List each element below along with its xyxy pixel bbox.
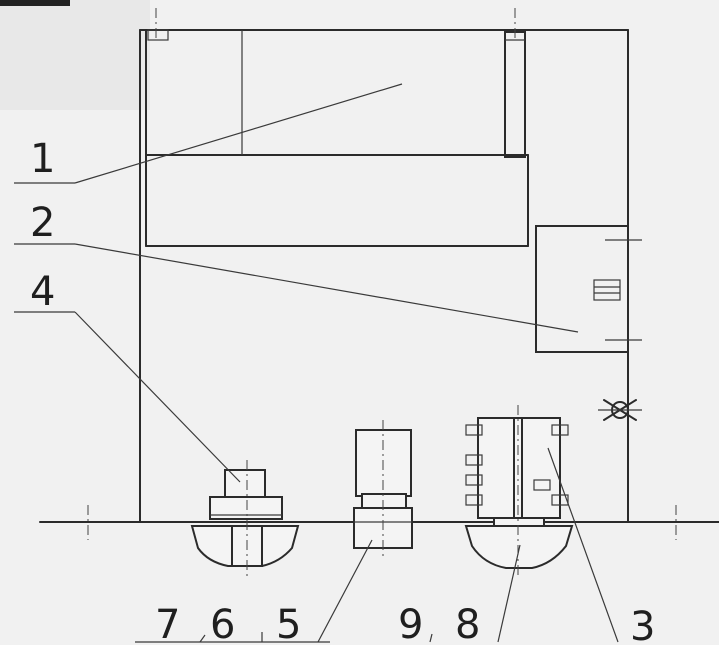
label-7: 7	[155, 602, 180, 645]
label-1: 1	[30, 136, 55, 182]
label-9: 9	[398, 602, 423, 645]
leader-lines	[14, 83, 619, 643]
housing	[139, 29, 629, 523]
middle-foot	[353, 420, 413, 560]
side-box	[535, 225, 642, 353]
scan-shade	[0, 0, 150, 110]
label-6: 6	[210, 602, 235, 645]
label-5: 5	[276, 602, 301, 645]
left-foot	[190, 460, 300, 580]
label-2: 2	[30, 200, 55, 246]
label-4: 4	[30, 269, 55, 315]
label-8: 8	[455, 602, 480, 645]
label-3: 3	[630, 604, 655, 645]
hinge-symbol	[598, 399, 642, 421]
scan-mark	[0, 0, 70, 6]
